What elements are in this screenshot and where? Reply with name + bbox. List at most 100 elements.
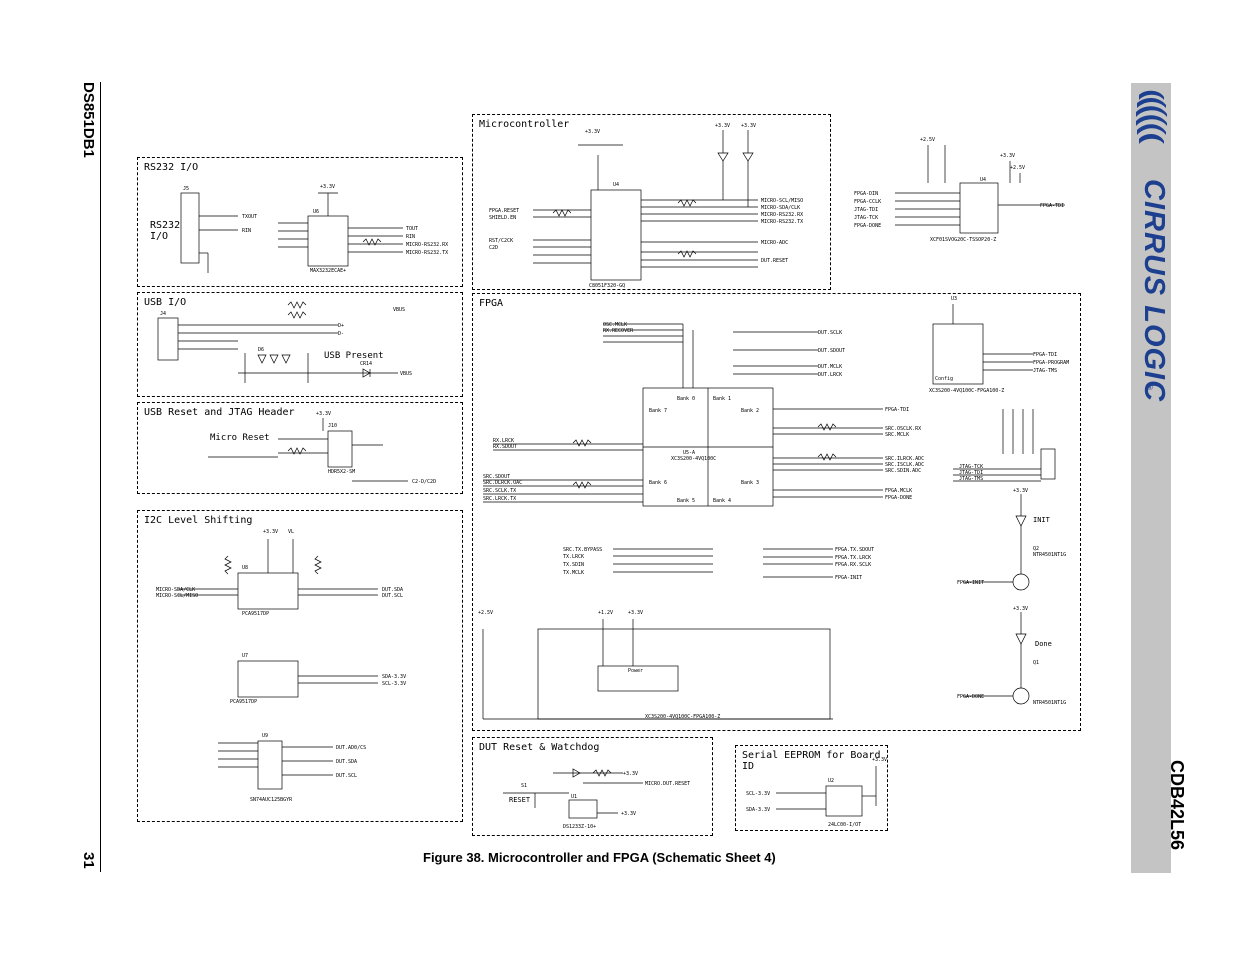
svg-text:MICRO-SCL/MISO: MICRO-SCL/MISO (156, 593, 198, 599)
svg-text:U6: U6 (313, 209, 319, 215)
svg-text:+3.3V: +3.3V (621, 811, 636, 817)
svg-text:U4: U4 (613, 182, 619, 188)
svg-text:MICRO-RS232.TX: MICRO-RS232.TX (406, 250, 448, 256)
svg-text:RIN: RIN (406, 234, 415, 240)
svg-text:TOUT: TOUT (406, 226, 418, 232)
section-fpga: FPGA (472, 293, 1081, 731)
svg-text:C2D: C2D (489, 245, 498, 251)
board-name: CDB42L56 (1167, 760, 1187, 851)
svg-text:TX.LRCK: TX.LRCK (563, 554, 584, 560)
svg-text:+3.3V: +3.3V (585, 129, 600, 135)
svg-text:SDA-3.3V: SDA-3.3V (382, 674, 406, 680)
svg-text:FPGA-DONE: FPGA-DONE (957, 694, 984, 700)
svg-text:Power: Power (628, 668, 643, 674)
svg-text:DUT.SDA: DUT.SDA (382, 587, 403, 593)
svg-text:TXOUT: TXOUT (242, 214, 257, 220)
svg-text:PCA9517DP: PCA9517DP (242, 611, 269, 617)
section-title: FPGA (479, 298, 504, 309)
svg-text:MICRO-RS232.TX: MICRO-RS232.TX (761, 219, 803, 225)
svg-text:MICRO-RS232.RX: MICRO-RS232.RX (761, 212, 803, 218)
section-title: USB Reset and JTAG Header (144, 407, 295, 418)
svg-text:JTAG-TCK: JTAG-TCK (959, 464, 983, 470)
svg-text:JTAG-TCK: JTAG-TCK (854, 215, 878, 221)
svg-text:SN74AUC125BGYR: SN74AUC125BGYR (250, 797, 293, 803)
svg-text:MICRO.DUT.RESET: MICRO.DUT.RESET (645, 781, 690, 787)
svg-text:XCF01SVOG20C-TSSOP20-Z: XCF01SVOG20C-TSSOP20-Z (930, 237, 996, 243)
svg-text:J10: J10 (328, 423, 337, 429)
svg-text:FPGA-DIN: FPGA-DIN (854, 191, 878, 197)
svg-text:FPGA-PROGRAM: FPGA-PROGRAM (1033, 360, 1069, 366)
usb-present-label: USB Present (324, 351, 384, 361)
svg-text:D6: D6 (258, 347, 264, 353)
svg-text:C8051F320-GQ: C8051F320-GQ (589, 283, 625, 289)
svg-text:DUT.AD0/CS: DUT.AD0/CS (336, 745, 366, 751)
svg-text:D+: D+ (338, 323, 344, 329)
svg-text:+3.3V: +3.3V (1013, 488, 1028, 494)
svg-text:FPGA-TDI: FPGA-TDI (1033, 352, 1057, 358)
svg-text:+3.3V: +3.3V (316, 411, 331, 417)
svg-text:DS1233Z-10+: DS1233Z-10+ (563, 824, 596, 830)
svg-text:D-: D- (338, 331, 344, 337)
brand-text: CIRRUS LOGIC (1138, 179, 1170, 403)
section-title: I2C Level Shifting (144, 515, 253, 526)
svg-text:+3.3V: +3.3V (628, 610, 643, 616)
svg-text:DUT.LRCK: DUT.LRCK (818, 372, 842, 378)
svg-text:+2.5V: +2.5V (1010, 165, 1025, 171)
svg-text:XC3S200-4VQ100C-FPGA100-Z: XC3S200-4VQ100C-FPGA100-Z (645, 714, 720, 720)
svg-text:SRC.MCLK: SRC.MCLK (885, 432, 909, 438)
svg-text:SHIELD.EN: SHIELD.EN (489, 215, 516, 221)
svg-text:XC3S200-4VQ100C: XC3S200-4VQ100C (671, 456, 716, 462)
svg-text:RIN: RIN (242, 228, 251, 234)
svg-text:24LC00-I/OT: 24LC00-I/OT (828, 822, 861, 828)
svg-text:RX.LRCK: RX.LRCK (493, 438, 514, 444)
svg-text:Q2: Q2 (1033, 546, 1039, 552)
fpga-done-led-label: Done (1035, 640, 1052, 648)
svg-text:MAX3232ECAE+: MAX3232ECAE+ (310, 268, 346, 274)
svg-text:JTAG-TDI: JTAG-TDI (959, 470, 983, 476)
svg-text:C2-D/C2D: C2-D/C2D (412, 479, 436, 485)
svg-text:MICRO-SDA/CLK: MICRO-SDA/CLK (156, 587, 195, 593)
svg-text:+3.3V: +3.3V (1013, 606, 1028, 612)
section-title: Microcontroller (479, 119, 570, 130)
svg-text:Config: Config (935, 376, 953, 382)
svg-text:JTAG-TDI: JTAG-TDI (854, 207, 878, 213)
svg-text:OSC.MCLK: OSC.MCLK (603, 322, 627, 328)
svg-text:TX.MCLK: TX.MCLK (563, 570, 584, 576)
svg-text:VL: VL (288, 529, 294, 535)
svg-text:VBUS: VBUS (393, 307, 405, 313)
svg-text:TX.SDIN: TX.SDIN (563, 562, 584, 568)
svg-text:SRC.SCLK.TX: SRC.SCLK.TX (483, 488, 516, 494)
doc-id: DS851DB1 (80, 82, 97, 158)
svg-text:FPGA.RESET: FPGA.RESET (489, 208, 519, 214)
svg-text:Q1: Q1 (1033, 660, 1039, 666)
svg-text:SRC.ILRCK.ADC: SRC.ILRCK.ADC (885, 456, 924, 462)
svg-text:Bank 4: Bank 4 (713, 498, 731, 504)
svg-text:DUT.MCLK: DUT.MCLK (818, 364, 842, 370)
section-title: USB I/O (144, 297, 187, 308)
svg-text:FPGA-TDI: FPGA-TDI (885, 407, 909, 413)
section-title: DUT Reset & Watchdog (479, 742, 600, 753)
svg-text:U2: U2 (828, 778, 834, 784)
svg-text:Bank 7: Bank 7 (649, 408, 667, 414)
svg-text:SDA-3.3V: SDA-3.3V (746, 807, 770, 813)
registered-mark: ® (1147, 383, 1153, 392)
right-sidebar (1131, 83, 1171, 873)
svg-text:NTR4501NT1G: NTR4501NT1G (1033, 552, 1066, 558)
rs232-subtitle: RS232 I/O (150, 220, 181, 242)
svg-text:S1: S1 (521, 783, 527, 789)
svg-text:RX.RECOVER: RX.RECOVER (603, 328, 634, 334)
svg-text:DUT.SDOUT: DUT.SDOUT (818, 348, 845, 354)
svg-text:+3.3V: +3.3V (872, 757, 887, 763)
svg-text:SRC.ISCLK.ADC: SRC.ISCLK.ADC (885, 462, 924, 468)
svg-text:SRC.DLRCK.OAC: SRC.DLRCK.OAC (483, 480, 522, 486)
svg-text:SRC.TX.BYPASS: SRC.TX.BYPASS (563, 547, 602, 553)
svg-text:J4: J4 (160, 311, 166, 317)
svg-text:Bank 1: Bank 1 (713, 396, 731, 402)
svg-text:+3.3V: +3.3V (263, 529, 278, 535)
svg-text:RX.SDOUT: RX.SDOUT (493, 444, 517, 450)
